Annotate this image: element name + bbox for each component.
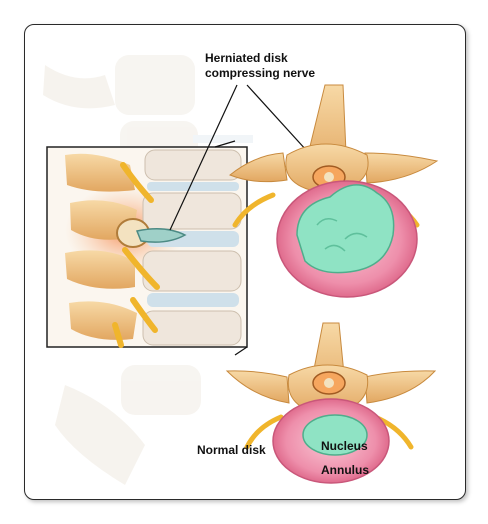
herniated-label-line1: Herniated disk <box>205 51 288 65</box>
zoom-box <box>46 146 248 348</box>
vertebral-body <box>142 192 242 230</box>
nerve-root <box>130 297 158 333</box>
herniated-vertebra-top-view <box>229 84 439 298</box>
herniated-nucleus <box>296 184 395 274</box>
facet <box>65 153 135 192</box>
facet <box>69 301 137 340</box>
transverse-process <box>364 152 439 184</box>
diagram-frame: Herniated disk compressing nerve Normal … <box>24 24 466 500</box>
herniated-disk-bulge <box>135 228 187 243</box>
nerve-root <box>120 162 154 203</box>
transverse-process <box>225 370 290 404</box>
facet <box>65 250 135 289</box>
nerve-root <box>244 414 284 450</box>
spine-illustration <box>43 55 439 485</box>
disk <box>147 293 239 307</box>
transverse-process <box>229 152 288 183</box>
vertebral-body <box>142 310 242 346</box>
herniated-disk-label: Herniated disk compressing nerve <box>205 51 315 81</box>
herniated-label-line2: compressing nerve <box>205 66 316 80</box>
normal-vertebra-top-view <box>225 322 437 484</box>
annulus-label: Annulus <box>321 463 369 477</box>
transverse-process <box>364 370 437 404</box>
nucleus <box>302 414 368 456</box>
disk <box>147 182 239 191</box>
nerve-root <box>232 192 276 228</box>
nucleus-label: Nucleus <box>321 439 368 453</box>
vertebral-body <box>144 149 242 181</box>
normal-disk-label: Normal disk <box>197 443 266 457</box>
nerve-root <box>122 247 160 290</box>
